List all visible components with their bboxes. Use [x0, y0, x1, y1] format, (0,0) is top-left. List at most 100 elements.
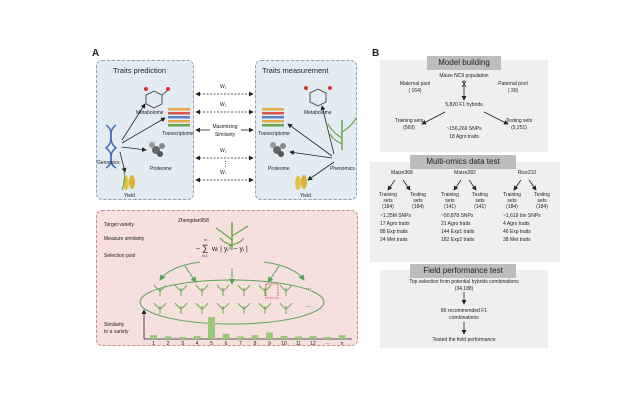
- chart-x-tick-label: 2: [166, 341, 170, 347]
- m368-train-sets: sets: [383, 198, 393, 204]
- phenomics-plant-icon: [327, 117, 357, 150]
- weight-label-i: Wᵢ: [220, 170, 226, 176]
- vertical-dots: ⋮: [222, 161, 229, 168]
- similarity-bar: [208, 316, 215, 339]
- field-test-title: Field performance test: [410, 264, 516, 278]
- chart-x-tick-label: 3: [181, 341, 184, 347]
- paternal-pool-count: ( 30): [507, 88, 519, 94]
- measurement-proteome-icon: [270, 142, 286, 157]
- chart-x-tick-label: ···: [325, 341, 330, 347]
- measure-similarity-label: Measure similarity: [104, 236, 145, 242]
- metabolome-molecule-icon: [144, 87, 170, 109]
- selection-box: [96, 210, 358, 346]
- traits-measurement-box: [255, 60, 357, 200]
- testing-sets-count: (5,251): [511, 125, 527, 131]
- seedling-icon: [216, 284, 230, 296]
- m368-line-4: 24 Met traits: [380, 237, 408, 243]
- m282-test-n: (141): [474, 204, 486, 210]
- similarity-bar: [150, 335, 157, 339]
- similarity-bar: [222, 333, 230, 339]
- yield-corn-icon: [121, 171, 135, 191]
- field-test-panel: [380, 270, 548, 348]
- top-selection-label: Top selection from potential hybrids com…: [409, 279, 519, 285]
- weight-label-1: W₁: [220, 84, 227, 90]
- traits-measurement-title: Traits measurement: [262, 66, 329, 75]
- r210-train-n: (184): [506, 204, 518, 210]
- chart-x-tick-label: 7: [239, 341, 242, 347]
- pool-ellipsis-2: ...: [306, 303, 312, 309]
- measurement-proteome-label: Proteome: [268, 166, 290, 172]
- seedling-icon: [195, 302, 209, 314]
- similarity-bar: [193, 335, 201, 339]
- seedling-icon: [279, 284, 293, 296]
- population-label: Maize NCII population: [439, 73, 489, 79]
- prediction-metabolome-label: Metabolome: [136, 110, 164, 116]
- prediction-yield-label: Yield: [124, 193, 135, 199]
- similarity-formula: − m ∑ i=1 wᵢ | yᵢᵀ − yᵢ |: [196, 237, 248, 258]
- m368-line-1: ~1.25M SNPs: [380, 213, 411, 219]
- measurement-metabolome-label: Metabolome: [304, 110, 332, 116]
- similarity-axis-label-1: Similarity: [104, 322, 125, 328]
- seedling-icon: [237, 284, 251, 296]
- similarity-bar: [309, 335, 317, 339]
- maternal-pool-label: Maternal pool: [399, 81, 431, 87]
- chart-x-tick-label: n: [340, 341, 344, 347]
- similarity-bar: [179, 336, 186, 339]
- similarity-bar: [237, 336, 244, 339]
- chart-x-tick-label: 5: [210, 341, 213, 347]
- zhengdan-plant-icon: [215, 222, 249, 250]
- seedling-icon: [153, 302, 167, 314]
- model-building-panel: [380, 60, 548, 152]
- similarity-bars: [150, 316, 346, 339]
- panel-b-letter: B: [372, 48, 380, 59]
- genomics-label: Genomics: [97, 160, 120, 166]
- r210-train-sets: sets: [507, 198, 517, 204]
- m368-train: Training: [379, 192, 397, 198]
- dataset-name: Maize282: [454, 170, 476, 176]
- top-selection-count: (34,188): [454, 286, 474, 292]
- seedling-icon: [258, 302, 272, 314]
- paternal-pool-label: Paternal pool: [498, 81, 528, 87]
- chart-x-tick-label: 11: [295, 341, 302, 347]
- m368-line-2: 17 Agro traits: [380, 221, 410, 227]
- dataset-name: Maize368: [391, 170, 413, 176]
- tested-field-label: Tested the field performance: [432, 337, 496, 343]
- phenomics-label: Phenomics: [330, 166, 355, 172]
- r210-test-n: (184): [536, 204, 548, 210]
- snps-label: ~156,269 SNPs: [446, 126, 482, 132]
- similarity-label: Similarity: [214, 132, 236, 138]
- target-variety-label: Target variety: [104, 222, 135, 228]
- seedling-icon: [153, 284, 167, 296]
- formula-body: wᵢ | yᵢᵀ − yᵢ |: [212, 246, 248, 253]
- similarity-bar: [324, 336, 331, 339]
- m282-line-3: 144 Exp1 traits: [441, 229, 475, 235]
- m282-line-2: 21 Agro traits: [441, 221, 471, 227]
- prediction-transcriptome-label: Transcriptome: [162, 131, 194, 137]
- m368-test-n: (184): [412, 204, 424, 210]
- m368-test: Testing: [410, 192, 426, 198]
- model-building-title: Model building: [427, 56, 501, 70]
- similarity-bar: [295, 336, 302, 339]
- combinations-label: combinations: [449, 315, 479, 321]
- selection-pool-ellipse: [139, 279, 325, 325]
- chart-x-tick-label: 6: [224, 341, 228, 347]
- maximizing-label: Maximizing: [212, 124, 238, 130]
- weight-label-3: W₃: [220, 148, 227, 154]
- r210-line-3: 46 Exp traits: [503, 229, 531, 235]
- measurement-metabolome-molecule-icon: [304, 86, 332, 107]
- hybrids-label: 5,820 F1 hybrids: [445, 102, 483, 108]
- chart-x-tick-label: 9: [268, 341, 271, 347]
- multi-omics-title: Multi-omics data test: [410, 155, 516, 169]
- multi-omics-panel: [370, 162, 560, 262]
- zhengdan-label: Zhengdan958: [178, 218, 209, 224]
- m368-line-3: 88 Exp traits: [380, 229, 408, 235]
- proteome-icon: [149, 142, 165, 157]
- similarity-bar: [266, 332, 273, 339]
- chart-x-tick-label: 4: [195, 341, 199, 347]
- m368-train-n: (184): [382, 204, 394, 210]
- seedling-icon: [195, 284, 209, 296]
- selection-pool-label: Selection pool: [104, 253, 136, 259]
- panel-a-letter: A: [92, 48, 100, 59]
